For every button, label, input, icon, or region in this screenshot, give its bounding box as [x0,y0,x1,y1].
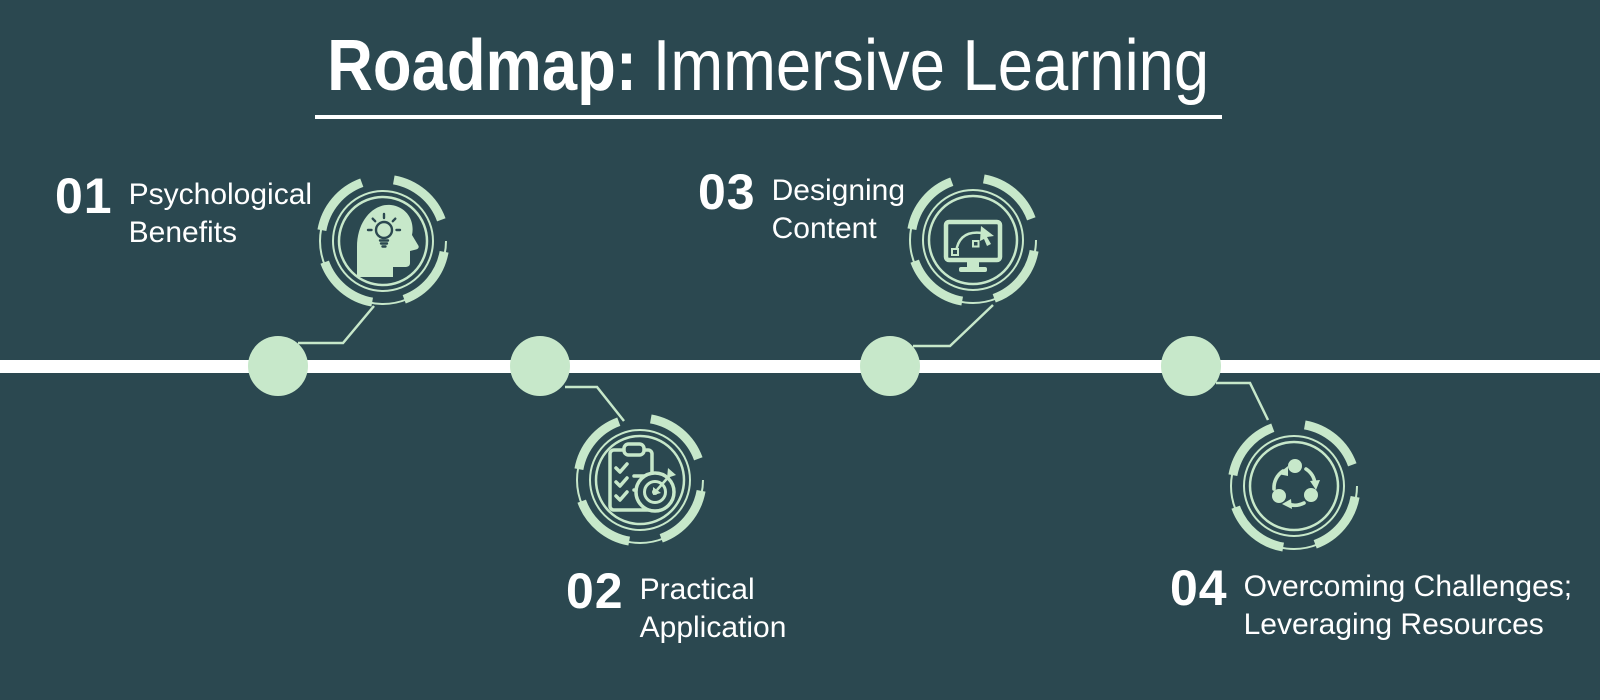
page-title-regular: Immersive Learning [653,26,1210,106]
timeline-dot-2 [510,336,570,396]
step-item-3: 03 Designing Content [698,167,905,248]
head-lightbulb-icon [357,204,419,277]
step-label-2: Practical Application [640,571,787,647]
page-title-bold: Roadmap: [327,26,638,106]
step-item-1: 01 Psychological Benefits [55,171,312,252]
step-label-line: Designing [771,174,906,207]
step-badge-3 [907,174,1039,306]
step-item-2: 02 Practical Application [566,566,786,647]
step-item-4: 04 Overcoming Challenges; Leveraging Res… [1170,563,1572,644]
step-label-line: Overcoming Challenges; [1243,570,1573,603]
step-label-1: Psychological Benefits [129,176,312,252]
step-badge-1 [317,175,449,307]
title-underline [315,115,1222,119]
step-number-4: 04 [1170,560,1228,616]
step-badge-4 [1228,420,1360,552]
clipboard-target-icon [608,442,676,513]
badge-ring [317,175,449,307]
step-label-line: Psychological [128,178,313,211]
step-label-line: Benefits [128,216,238,249]
timeline-dot-3 [860,336,920,396]
badge-ring [1228,420,1360,552]
step-number-2: 02 [566,563,624,619]
step-badge-2 [574,414,706,546]
step-label-line: Application [639,611,787,644]
step-label-3: Designing Content [772,172,905,248]
badge-ring [907,174,1039,306]
step-label-line: Content [771,212,877,245]
step-label-line: Leveraging Resources [1243,608,1544,641]
badge-ring [574,414,706,546]
step-number-1: 01 [55,168,113,224]
connector-line-1 [298,305,375,345]
cycle-arrows-icon [1272,459,1320,509]
connector-line-2 [565,385,625,422]
step-number-3: 03 [698,164,756,220]
connector-line-3 [913,304,994,348]
monitor-bezier-icon [943,219,1003,272]
page-title: Roadmap:Immersive Learning [315,20,1222,115]
timeline-dot-4 [1161,336,1221,396]
timeline-dot-1 [248,336,308,396]
step-label-line: Practical [639,573,755,606]
connector-line-4 [1216,381,1270,421]
step-label-4: Overcoming Challenges; Leveraging Resour… [1244,568,1573,644]
